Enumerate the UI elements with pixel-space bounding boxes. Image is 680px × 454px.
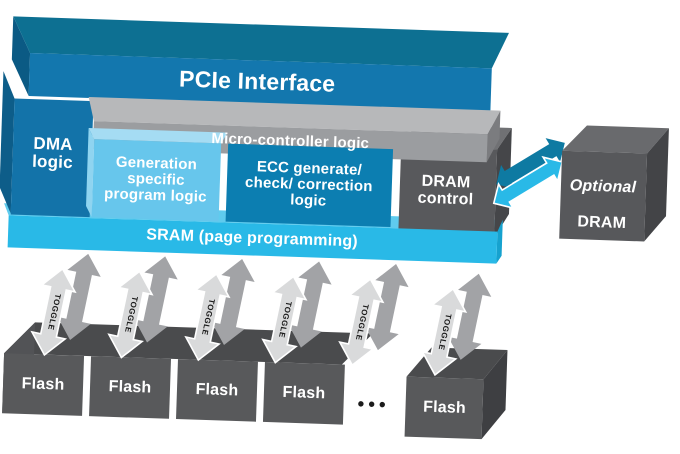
flash-label: Flash — [282, 383, 326, 403]
optional-dram-front-face — [559, 150, 648, 242]
flash-box-front-face — [262, 361, 345, 425]
micro-controller-top-face — [88, 96, 501, 135]
optional-dram-label-line1: Optional — [569, 177, 637, 197]
generation-box-front-face — [91, 139, 222, 222]
sram-bar-front-face — [7, 215, 498, 264]
optional-dram-label-line2: DRAM — [577, 213, 627, 232]
toggle-arrow — [30, 253, 101, 357]
toggle-arrow-front — [30, 267, 77, 357]
optional-dram-top-face — [562, 125, 669, 154]
optional-dram-right-face — [644, 128, 669, 242]
flash-box-front-face — [2, 353, 85, 416]
generation-specific-label: Generation specific program logic — [103, 153, 207, 207]
pcie-interface-label: PCIe Interface — [178, 65, 336, 97]
toggle-arrow — [184, 258, 255, 362]
dma-box-front-face — [10, 98, 94, 218]
toggle-arrow-back — [211, 258, 255, 346]
toggle-arrow — [338, 264, 409, 367]
dram-control-label: DRAM control — [417, 172, 474, 209]
toggle-arrow-front — [420, 287, 468, 377]
generation-box-top-face — [88, 127, 228, 144]
toggle-arrow-back — [57, 253, 101, 340]
flash-box-front-face — [89, 356, 172, 419]
pcie-bar-top-face — [13, 16, 509, 69]
ecc-logic-label: ECC generate/ check/ correction logic — [244, 158, 373, 210]
dma-box-left-face — [0, 71, 15, 214]
flash-label: Flash — [422, 398, 467, 418]
toggle-arrow-back — [365, 264, 409, 351]
flash-label: Flash — [21, 375, 65, 394]
toggle-arrow-back — [288, 261, 332, 348]
toggle-arrow-front — [107, 270, 154, 359]
optional-dram-label: Optional DRAM — [568, 159, 637, 233]
toggle-arrow-back — [134, 256, 178, 343]
toggle-arrow-front — [261, 275, 308, 364]
ecc-box-front-face — [225, 143, 394, 228]
toggle-arrow — [420, 273, 492, 377]
flash-label: Flash — [108, 378, 152, 397]
flash-box-front-face — [176, 359, 258, 422]
micro-controller-right-face — [486, 110, 501, 163]
toggle-arrow-front — [338, 277, 385, 367]
flash-label: Flash — [195, 381, 239, 400]
toggle-arrow — [261, 261, 332, 364]
pcie-bar-left-face — [11, 16, 31, 96]
flash-cube-right-face — [481, 349, 508, 440]
flash-cube-front-face — [404, 376, 484, 440]
sram-bar-right-face — [496, 219, 503, 264]
generation-box-left-face — [86, 127, 95, 218]
ellipsis-dots: ••• — [357, 394, 390, 417]
toggle-arrow — [107, 256, 178, 359]
dma-logic-label: DMA logic — [31, 133, 74, 173]
toggle-arrow-back — [448, 273, 492, 360]
pcie-bar-front-face — [28, 53, 492, 112]
dram-link-arrow-back — [496, 138, 565, 189]
dram-control-front-face — [398, 146, 498, 242]
toggle-arrows — [30, 253, 492, 377]
toggle-arrow-front — [184, 272, 231, 362]
